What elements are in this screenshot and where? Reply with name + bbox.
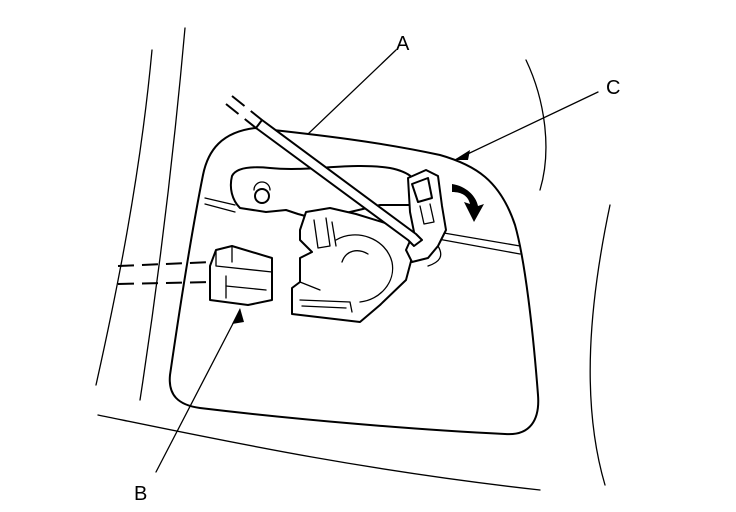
trim-panel-opening — [168, 127, 540, 436]
rotation-arrow-icon — [452, 184, 484, 222]
leader-arrowhead-c — [454, 150, 470, 160]
wire-harness — [117, 261, 213, 285]
callout-label-c: C — [606, 77, 620, 99]
leader-lines — [155, 49, 599, 473]
leader-arrowhead-b — [232, 308, 244, 324]
tool-a — [225, 95, 423, 247]
callout-label-b: B — [134, 483, 147, 505]
mount-hole — [254, 188, 270, 204]
callout-label-a: A — [396, 33, 410, 55]
body-contour-lines — [95, 27, 611, 491]
body-seam-lines — [204, 197, 521, 255]
connector-b — [209, 245, 273, 306]
retaining-tab-c — [405, 169, 447, 267]
